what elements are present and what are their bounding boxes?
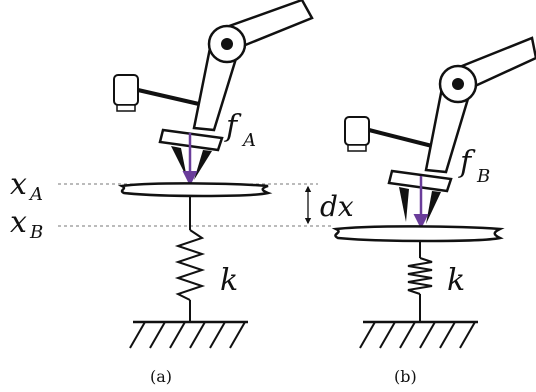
x-a-label: x (10, 167, 27, 202)
panel-a (113, 0, 314, 349)
x-a-subscript: A (28, 184, 43, 205)
f-a-label: f (224, 109, 242, 144)
f-a-subscript: A (241, 130, 256, 151)
spring-a (174, 229, 206, 301)
x-b-subscript: B (29, 222, 43, 243)
caption-b: (b) (394, 367, 417, 386)
robot-arm-a (158, 0, 314, 180)
robot-arm-b (387, 36, 536, 224)
camera-icon-b (344, 116, 441, 152)
spring-b (407, 257, 433, 295)
f-b-subscript: B (476, 166, 490, 187)
k-b-label: k (447, 263, 465, 298)
f-b-label: f (458, 145, 476, 180)
k-a-label: k (220, 263, 238, 298)
platform-a (117, 182, 273, 198)
x-b-label: x (10, 205, 27, 240)
ground-a (129, 320, 248, 349)
panel-b (331, 36, 536, 349)
dx-label: dx (320, 190, 354, 223)
caption-a: (a) (150, 367, 172, 386)
camera-icon-a (113, 74, 213, 112)
platform-b (331, 225, 505, 243)
ground-b (359, 320, 478, 349)
